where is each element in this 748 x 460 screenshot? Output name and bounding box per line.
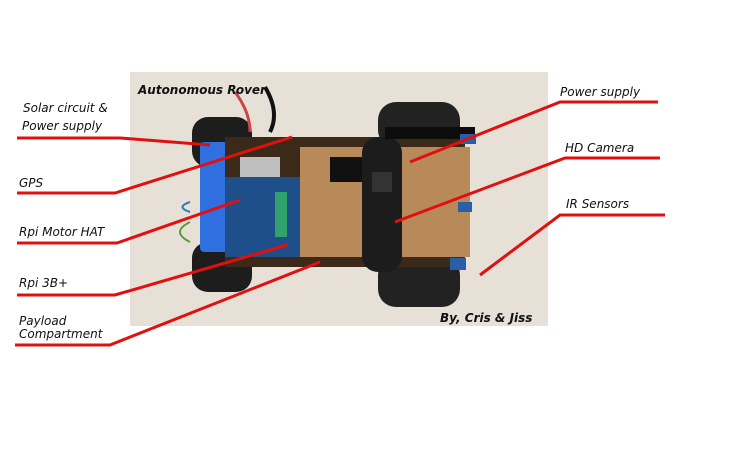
leader-hd-camera <box>394 156 660 224</box>
label-payload-line2: Compartment <box>19 327 103 341</box>
battery-pack <box>200 142 230 252</box>
wheel-rear-right <box>378 257 460 307</box>
leader-payload <box>15 260 321 347</box>
leader-solar <box>17 136 211 147</box>
power-bank <box>385 127 475 139</box>
label-solar-line2: Power supply <box>22 119 103 133</box>
label-hd-camera: HD Camera <box>565 141 635 155</box>
leader-ir-sensors <box>479 213 665 277</box>
rover-illustration <box>130 72 548 326</box>
leader-rpi <box>17 243 288 297</box>
hd-camera <box>362 137 402 272</box>
rover-photo: Autonomous Rover By, Cris & Jiss <box>130 72 548 326</box>
label-power-supply: Power supply <box>560 85 641 99</box>
ir-sensor-2 <box>458 202 472 212</box>
label-solar-line1: Solar circuit & <box>23 101 108 115</box>
leader-motor-hat <box>17 198 241 245</box>
label-rpi: Rpi 3B+ <box>19 276 69 290</box>
photo-credit: By, Cris & Jiss <box>440 311 533 325</box>
label-payload-line1: Payload <box>19 314 67 328</box>
ir-sensor-3 <box>450 258 466 270</box>
photo-title: Autonomous Rover <box>138 83 266 97</box>
label-gps: GPS <box>19 176 44 190</box>
label-ir-sensors: IR Sensors <box>566 197 630 211</box>
label-motor-hat: Rpi Motor HAT <box>19 225 105 239</box>
leader-gps <box>17 135 293 195</box>
leader-power-supply <box>409 100 658 164</box>
motor-hat <box>225 177 300 257</box>
